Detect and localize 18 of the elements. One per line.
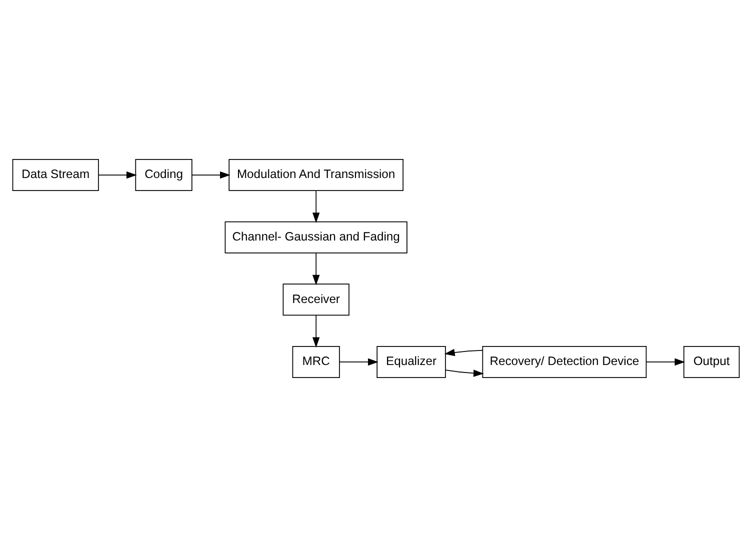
arrow [646, 358, 686, 366]
node-box: Coding [135, 158, 192, 191]
node-box: Receiver [282, 283, 350, 316]
arrow [339, 358, 378, 366]
node-box: Equalizer [376, 345, 446, 378]
arrow [312, 252, 320, 285]
node-box: Channel- Gaussian and Fading [224, 220, 408, 253]
arrow [192, 170, 230, 178]
arrow [312, 190, 320, 222]
node-box: MRC [292, 345, 340, 378]
arrow [444, 348, 483, 356]
node-box: Data Stream [12, 158, 99, 191]
node-box: Modulation And Transmission [228, 158, 404, 191]
node-box: Recovery/ Detection Device [482, 345, 647, 378]
arrow [312, 314, 320, 348]
arrow [98, 170, 137, 178]
arrow [445, 369, 484, 376]
node-box: Output [683, 345, 740, 378]
